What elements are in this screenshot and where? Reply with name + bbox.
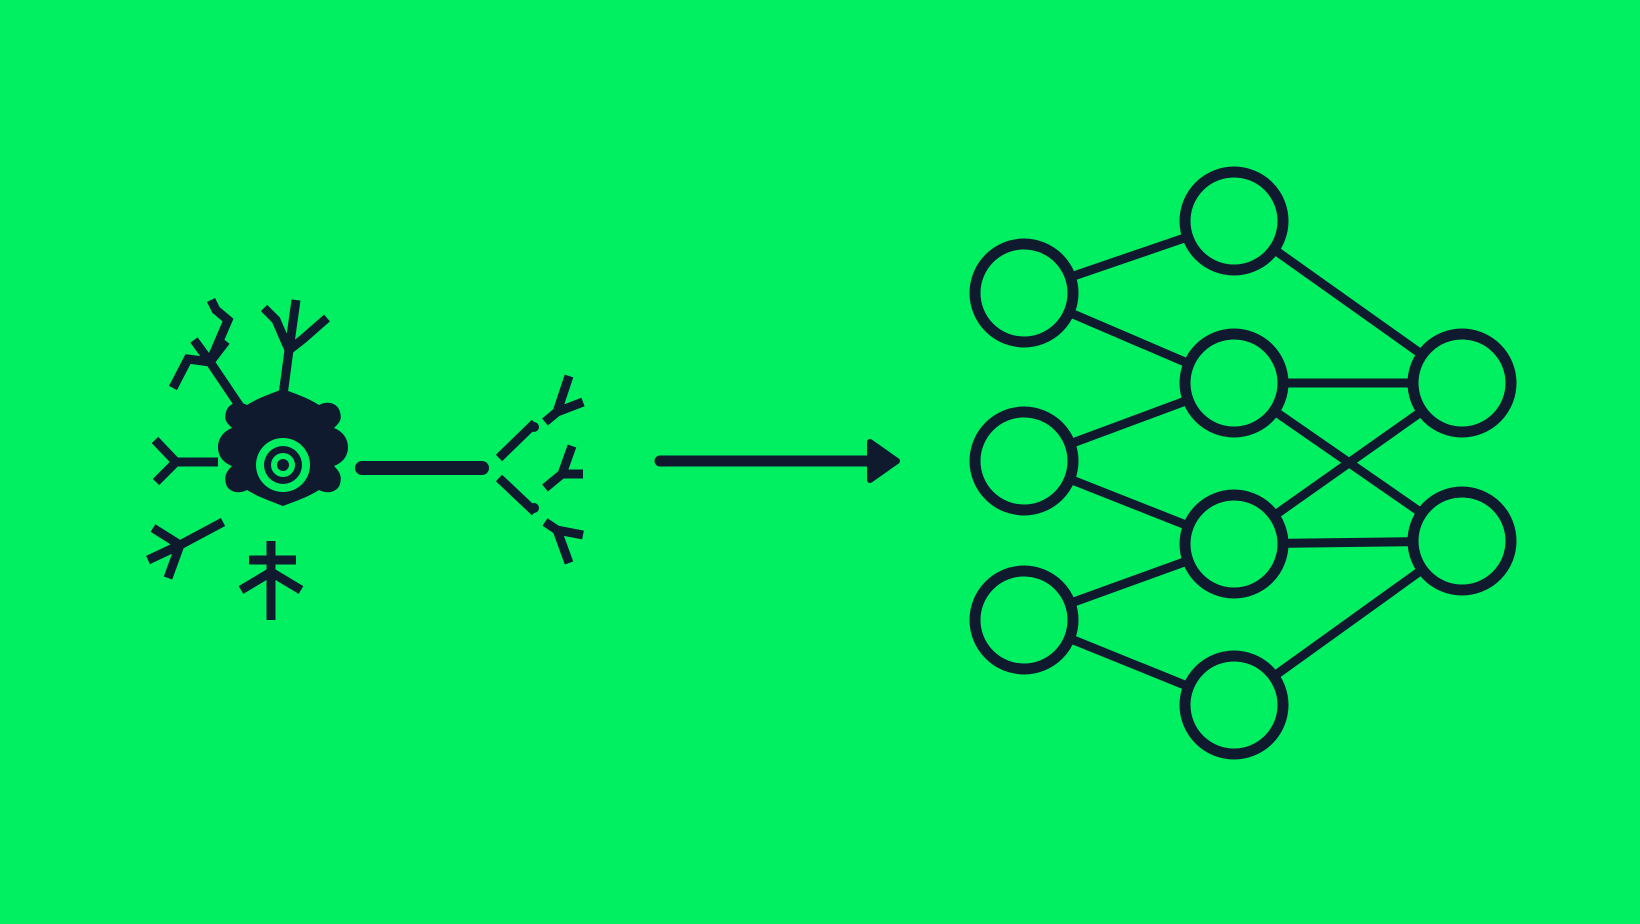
neuron-icon: [146, 297, 585, 620]
dendrite-upper-left: [169, 297, 249, 417]
node-output-0: [1407, 328, 1517, 438]
node-hidden-2: [1179, 489, 1289, 599]
axon-terminal-lower: [495, 474, 584, 565]
axon-terminal-bulb-lower: [529, 503, 539, 513]
node-output-1: [1407, 486, 1517, 596]
axon-terminal-bulb-upper: [529, 422, 539, 432]
arrow-head: [867, 439, 900, 483]
node-input-1: [969, 406, 1079, 516]
axon-terminal-upper: [495, 374, 585, 462]
node-input-0: [969, 238, 1079, 348]
network-nodes: [969, 166, 1517, 760]
dendrite-lower-left: [146, 518, 226, 580]
node-hidden-0: [1179, 166, 1289, 276]
node-input-2: [969, 565, 1079, 675]
neuron-axon-terminals: [495, 374, 585, 565]
neuron-dendrites: [146, 297, 330, 620]
dendrite-top: [260, 299, 330, 396]
dendrite-left: [151, 436, 218, 486]
neuron-nucleolus: [277, 459, 289, 471]
axon-terminal-middle: [542, 444, 583, 492]
node-hidden-1: [1179, 328, 1289, 438]
neural-network-icon: [969, 166, 1517, 760]
arrow-right-icon: [654, 439, 900, 483]
neuron-soma: [218, 389, 348, 506]
dendrite-bottom: [238, 541, 304, 620]
node-hidden-3: [1179, 650, 1289, 760]
